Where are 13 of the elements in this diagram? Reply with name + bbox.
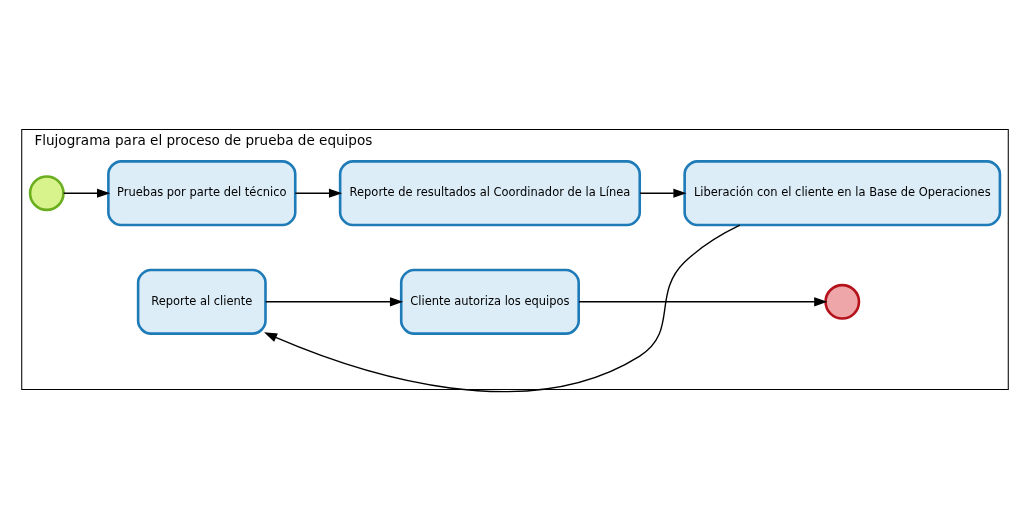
node-circle bbox=[28, 175, 65, 212]
arrow bbox=[62, 188, 110, 198]
node-box: Reporte al cliente bbox=[136, 268, 267, 335]
node-box: Liberación con el cliente en la Base de Operaciones bbox=[682, 160, 1001, 227]
node-box: Reporte de resultados al Coordinador de la Línea bbox=[338, 160, 641, 227]
node-box: Cliente autoriza los equipos bbox=[399, 268, 580, 335]
arrow bbox=[264, 297, 403, 307]
node-circle bbox=[823, 283, 860, 320]
arrow bbox=[263, 224, 741, 393]
arrow bbox=[577, 297, 827, 307]
arrow bbox=[638, 188, 687, 198]
arrow bbox=[294, 188, 342, 198]
node-box: Pruebas por parte del técnico bbox=[106, 160, 297, 227]
